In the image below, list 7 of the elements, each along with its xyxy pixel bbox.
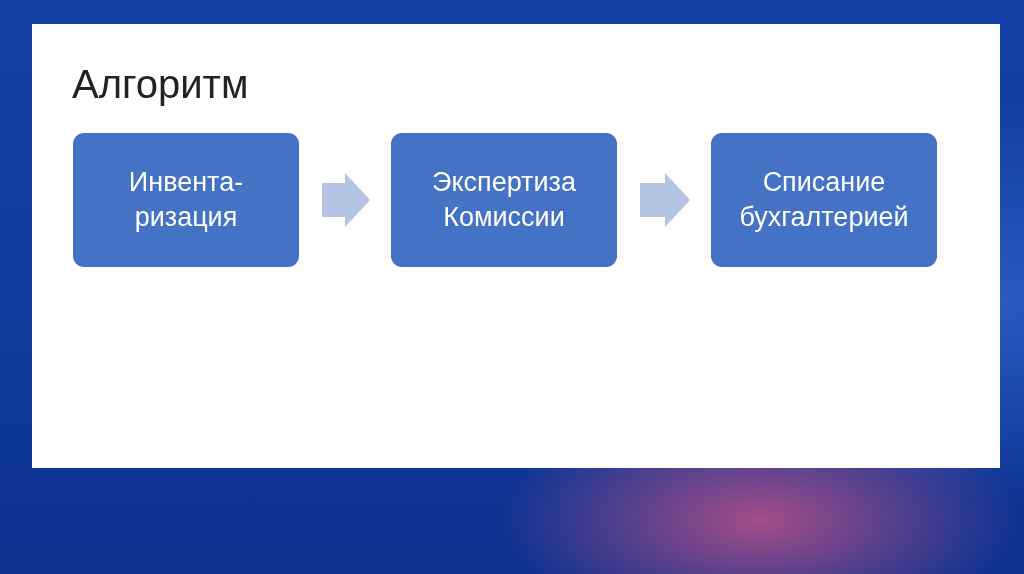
slide-title: Алгоритм [72,61,249,108]
step-label: Списание бухгалтерией [738,166,910,234]
process-box [711,133,937,267]
step-label: Экспертиза Комиссии [431,166,577,234]
step-label: Инвента- ризация [127,166,245,234]
process-box [391,133,617,267]
process-box [73,133,299,267]
